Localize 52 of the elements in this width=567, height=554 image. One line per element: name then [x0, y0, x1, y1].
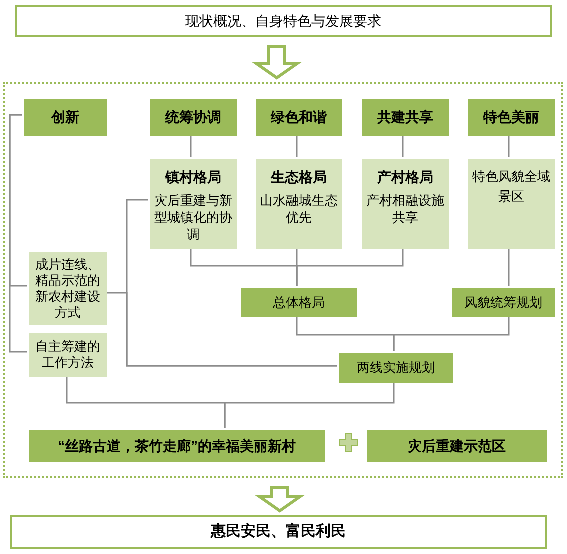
card	[150, 159, 237, 249]
card-body: 山水融城生态优先	[259, 192, 339, 226]
box-label: 特色美丽	[482, 108, 540, 127]
text-box	[367, 430, 547, 462]
card	[362, 159, 449, 249]
text-box	[468, 159, 555, 249]
box-label: 灾后重建示范区	[407, 436, 507, 456]
card	[256, 159, 342, 249]
text-box	[452, 288, 555, 317]
box-label: 创新	[50, 108, 80, 127]
text-box	[339, 353, 453, 383]
text-box	[24, 99, 107, 136]
text-box	[10, 515, 547, 549]
connector-line	[224, 381, 395, 428]
connector-line	[105, 292, 337, 367]
box-label: 共建共享	[376, 108, 434, 127]
box-label: 惠民安民、富民利民	[210, 522, 347, 542]
box-label: “丝路古道，茶竹走廊”的幸福美丽新村	[57, 436, 297, 456]
dotted-frame	[3, 82, 563, 478]
connector-line	[9, 114, 27, 353]
connector-line	[508, 247, 510, 286]
box-label: 绿色和谐	[270, 108, 328, 127]
connector-line	[508, 134, 510, 157]
text-box	[29, 333, 107, 377]
card-heading: 镇村格局	[164, 168, 222, 187]
hollow-arrow	[252, 46, 302, 80]
card-heading: 产村格局	[376, 168, 434, 187]
card-body: 产村相融设施共享	[366, 192, 446, 226]
box-label: 两线实施规划	[356, 359, 436, 378]
text-box	[150, 99, 237, 136]
text-box	[362, 99, 449, 136]
text-box	[241, 288, 357, 317]
connector-line	[402, 134, 404, 157]
text-box	[29, 430, 325, 462]
box-label: 特色风貌全域景区	[472, 168, 552, 206]
box-label: 风貌统筹规划	[464, 294, 544, 312]
connector-line	[393, 315, 510, 351]
text-box	[468, 99, 555, 136]
text-box	[256, 99, 342, 136]
connector-line	[296, 134, 298, 157]
text-box	[29, 252, 107, 325]
text-box	[15, 5, 552, 37]
box-label: 现状概况、自身特色与发展要求	[184, 12, 382, 30]
box-label: 总体格局	[272, 294, 326, 312]
card-heading: 生态格局	[270, 168, 328, 187]
connector-line	[190, 134, 192, 157]
box-label: 成片连线、精品示范的新农村建设方式	[34, 256, 102, 320]
card-body: 灾后重建与新型城镇化的协调	[154, 192, 234, 243]
box-label: 自主筹建的工作方法	[34, 339, 102, 371]
box-label: 统筹协调	[164, 108, 222, 127]
hollow-arrow	[255, 486, 305, 513]
connector-line	[296, 247, 404, 286]
